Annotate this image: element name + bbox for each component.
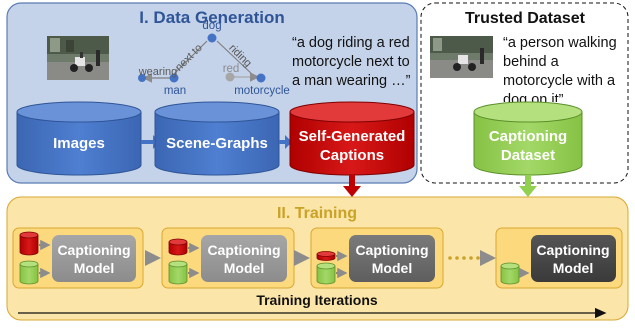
model-2-label-1: Captioning [207, 242, 280, 258]
scene-graphs-cylinder: Scene-Graphs [154, 101, 280, 176]
images-cylinder: Images [16, 101, 142, 176]
arrow-captions-to-training-shaft [349, 175, 355, 187]
model-3-label-1: Captioning [355, 242, 428, 258]
arrow-captions-to-training-head [343, 186, 361, 197]
trusted-photo [430, 36, 493, 78]
node-red-label: red [223, 63, 240, 75]
captioning-dataset-cylinder: Captioning Dataset [473, 101, 583, 176]
training-stage-3: Captioning Model [310, 227, 444, 289]
self-generated-caption-quote: “a dog riding a red motorcycle next to a… [292, 35, 411, 89]
arrow-scenegraphs-to-captions [279, 135, 292, 149]
scene-graphs-label: Scene-Graphs [166, 135, 268, 152]
node-man [169, 73, 179, 83]
arrow-dataset-to-training-head [519, 186, 537, 197]
node-dog [207, 33, 217, 43]
training-title: II. Training [277, 205, 357, 222]
self-generated-label-1: Self-Generated [299, 128, 406, 145]
node-man-label: man [164, 85, 186, 97]
images-label: Images [53, 135, 105, 152]
training-stage-1: Captioning Model [12, 227, 144, 289]
self-generated-captions-cylinder: Self-Generated Captions [289, 101, 415, 176]
captioning-dataset-label-1: Captioning [489, 128, 567, 145]
node-wearing-target [138, 74, 146, 82]
model-3-label-2: Model [372, 260, 412, 276]
model-2-label-2: Model [224, 260, 264, 276]
trusted-caption-quote: “a person walking behind a motorcycle wi… [503, 35, 617, 102]
street-photo [47, 36, 109, 80]
captioning-model-box-4 [531, 235, 616, 282]
training-stage-4: Captioning Model [495, 227, 623, 289]
training-stage-2: Captioning Model [161, 227, 295, 289]
edge-wearing-label: wearing [138, 66, 178, 78]
captioning-model-box-1 [52, 235, 136, 282]
trusted-dataset-title: Trusted Dataset [465, 10, 586, 27]
captioning-model-box-3 [349, 235, 435, 282]
arrow-dataset-to-training-shaft [525, 175, 531, 187]
dotted-arrow [448, 250, 496, 266]
node-dog-label: dog [202, 20, 221, 32]
model-1-label-2: Model [74, 260, 114, 276]
captioning-dataset-label-2: Dataset [501, 147, 555, 164]
node-motorcycle-label: motorcycle [234, 85, 290, 97]
self-generated-label-2: Captions [320, 147, 384, 164]
node-motorcycle [256, 73, 266, 83]
model-4-label-2: Model [553, 260, 593, 276]
training-iterations-label: Training Iterations [256, 292, 378, 308]
captioning-model-box-2 [201, 235, 287, 282]
data-generation-title: I. Data Generation [139, 8, 284, 27]
node-red [225, 72, 235, 82]
model-4-label-1: Captioning [536, 242, 609, 258]
model-1-label-1: Captioning [57, 242, 130, 258]
